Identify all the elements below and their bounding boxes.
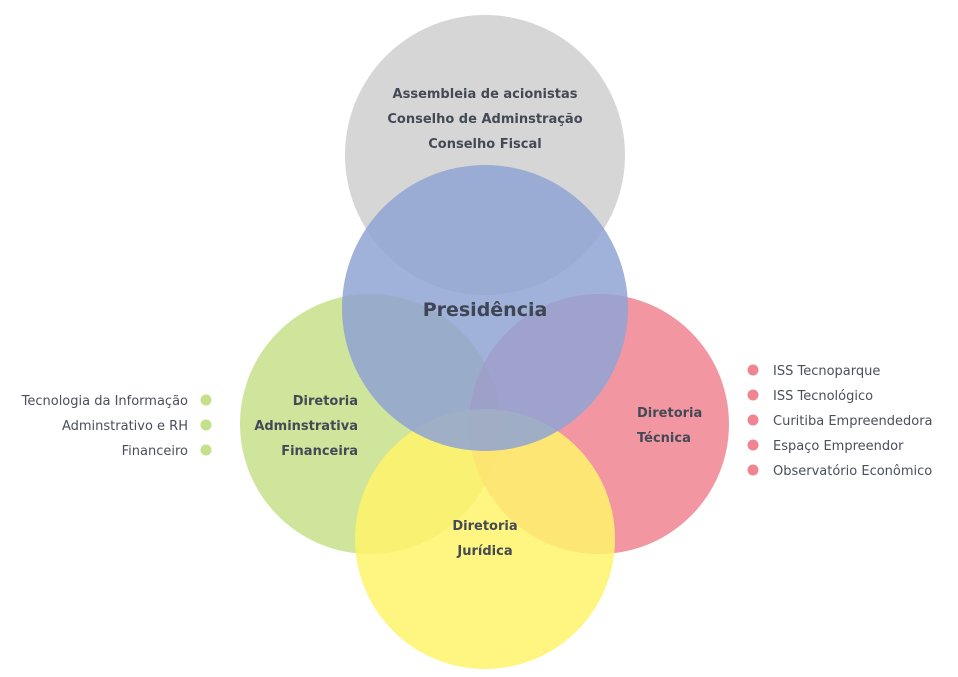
left-list: Tecnologia da Informação Adminstrativo e… bbox=[21, 394, 212, 459]
pink-bullet-icon bbox=[747, 439, 759, 451]
green-bullet-icon bbox=[200, 419, 212, 431]
left-list-item-1: Tecnologia da Informação bbox=[21, 394, 188, 409]
list-item: Curitiba Empreendedora bbox=[747, 414, 933, 429]
right-circle-line-2: Técnica bbox=[637, 431, 691, 446]
right-list-item-1: ISS Tecnoparque bbox=[773, 364, 880, 379]
right-list-item-2: ISS Tecnológico bbox=[773, 389, 873, 404]
left-list-item-3: Financeiro bbox=[122, 444, 188, 459]
diretoria-juridica-labels: Diretoria Jurídica bbox=[452, 519, 517, 559]
circle-presidencia bbox=[342, 165, 628, 451]
bottom-circle-line-2: Jurídica bbox=[456, 544, 512, 559]
right-list: ISS Tecnoparque ISS Tecnológico Curitiba… bbox=[747, 364, 933, 479]
left-circle-line-1: Diretoria bbox=[293, 394, 358, 409]
assembleia-labels: Assembleia de acionistas Conselho de Adm… bbox=[387, 87, 582, 152]
assembleia-line-1: Assembleia de acionistas bbox=[393, 87, 578, 102]
list-item: Financeiro bbox=[122, 444, 212, 459]
list-item: Tecnologia da Informação bbox=[21, 394, 212, 409]
list-item: Adminstrativo e RH bbox=[62, 419, 212, 434]
left-circle-line-3: Financeira bbox=[281, 444, 358, 459]
pink-bullet-icon bbox=[747, 389, 759, 401]
left-circle-line-2: Adminstrativa bbox=[254, 419, 358, 434]
list-item: ISS Tecnoparque bbox=[747, 364, 880, 379]
list-item: Espaço Empreendor bbox=[747, 439, 904, 454]
green-bullet-icon bbox=[200, 444, 212, 456]
diretoria-administrativa-labels: Diretoria Adminstrativa Financeira bbox=[254, 394, 358, 459]
right-list-item-4: Espaço Empreendor bbox=[773, 439, 904, 454]
presidencia-label: Presidência bbox=[423, 299, 548, 321]
right-list-item-5: Observatório Econômico bbox=[773, 464, 932, 479]
circle-diretoria-juridica bbox=[355, 409, 615, 669]
left-list-item-2: Adminstrativo e RH bbox=[62, 419, 188, 434]
green-bullet-icon bbox=[200, 394, 212, 406]
assembleia-line-3: Conselho Fiscal bbox=[428, 137, 541, 152]
list-item: Observatório Econômico bbox=[747, 464, 932, 479]
diretoria-tecnica-labels: Diretoria Técnica bbox=[637, 406, 702, 446]
list-item: ISS Tecnológico bbox=[747, 389, 873, 404]
bottom-circle-line-1: Diretoria bbox=[452, 519, 517, 534]
right-list-item-3: Curitiba Empreendedora bbox=[773, 414, 933, 429]
pink-bullet-icon bbox=[747, 464, 759, 476]
pink-bullet-icon bbox=[747, 364, 759, 376]
right-circle-line-1: Diretoria bbox=[637, 406, 702, 421]
assembleia-line-2: Conselho de Adminstração bbox=[387, 112, 582, 127]
pink-bullet-icon bbox=[747, 414, 759, 426]
